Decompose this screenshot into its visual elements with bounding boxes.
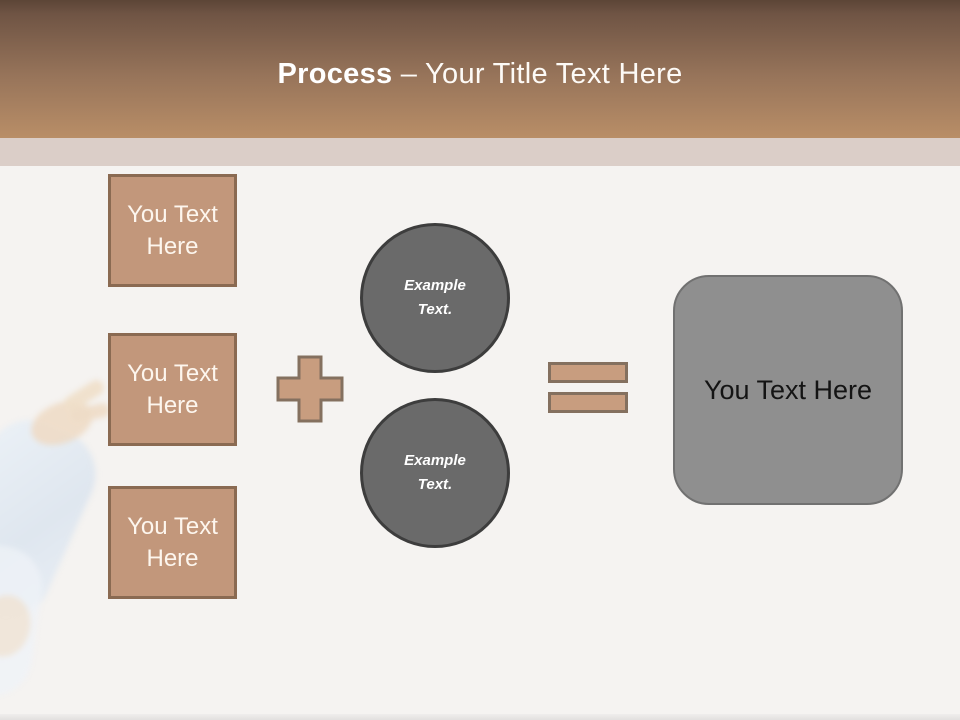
example-circle-1-label: Example Text.: [404, 277, 466, 318]
text-placeholder-box-2[interactable]: You Text Here: [108, 333, 237, 446]
text-placeholder-box-3-label: You Text Here: [127, 512, 218, 572]
text-placeholder-box-1-label: You Text Here: [127, 200, 218, 260]
result-placeholder-box-label: You Text Here: [703, 374, 873, 405]
example-circle-1[interactable]: Example Text.: [360, 223, 510, 373]
title-bar-background: [0, 0, 960, 138]
text-placeholder-box-3[interactable]: You Text Here: [108, 486, 237, 599]
example-circle-2[interactable]: Example Text.: [360, 398, 510, 548]
plus-sign-icon: [276, 355, 344, 423]
slide-title-emphasis: Process: [277, 58, 393, 90]
slide-title-rest: – Your Title Text Here: [400, 58, 683, 90]
text-placeholder-box-2-label: You Text Here: [127, 359, 218, 419]
example-circle-2-label: Example Text.: [404, 452, 466, 493]
equals-sign-icon: [548, 392, 628, 413]
slide-title[interactable]: Process – Your Title Text Here: [0, 56, 960, 92]
title-bar-accent-band: [0, 138, 960, 166]
bottom-edge-strip: [0, 714, 960, 720]
equals-sign-icon: [548, 362, 628, 383]
text-placeholder-box-1[interactable]: You Text Here: [108, 174, 237, 287]
result-placeholder-box[interactable]: You Text Here: [673, 275, 903, 505]
